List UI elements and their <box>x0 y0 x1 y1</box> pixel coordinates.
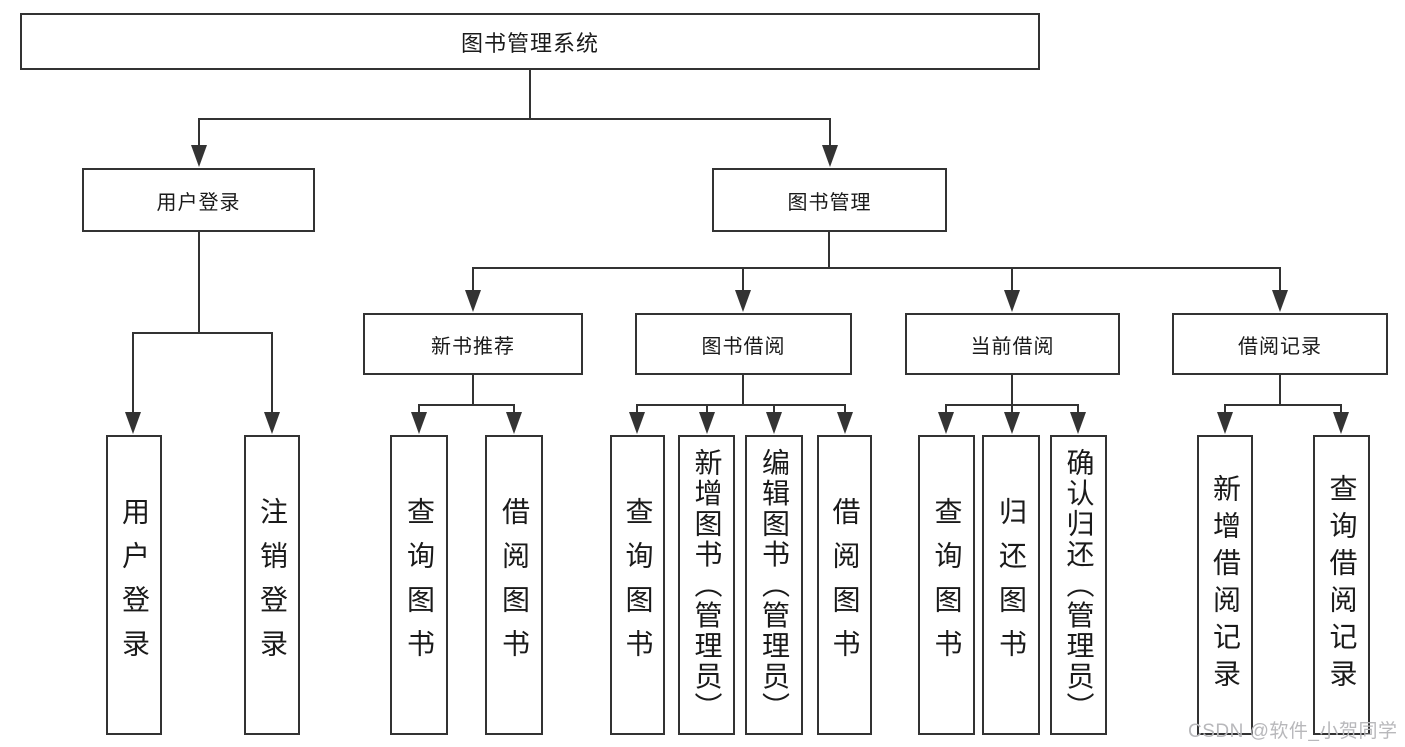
arrow-stem <box>829 119 831 147</box>
node-label-bb-add-books-admin: 新增图书（管理员） <box>691 447 723 723</box>
node-label-user-login: 用户登录 <box>119 497 150 673</box>
node-logout: 注销登录 <box>244 435 300 735</box>
arrow-down-icon <box>837 412 853 434</box>
node-cb-return-books: 归还图书 <box>982 435 1040 735</box>
node-user-login: 用户登录 <box>106 435 162 735</box>
connector-line-vertical <box>198 232 200 333</box>
node-book-borrowing: 图书借阅 <box>635 313 852 375</box>
node-label-cb-query-books: 查询图书 <box>931 497 963 673</box>
connector-line-vertical <box>828 232 830 268</box>
arrow-stem <box>706 405 708 414</box>
arrow-down-icon <box>191 145 207 167</box>
node-label-book-borrowing: 图书借阅 <box>701 335 786 358</box>
node-label-bb-borrow-books: 借阅图书 <box>829 497 861 673</box>
node-root: 图书管理系统 <box>20 13 1040 70</box>
node-cb-confirm-return-admin: 确认归还（管理员） <box>1050 435 1107 735</box>
arrow-stem <box>1224 405 1226 414</box>
arrow-stem <box>418 405 420 414</box>
connector-line-vertical <box>1011 375 1013 405</box>
arrow-stem <box>742 268 744 292</box>
node-current-borrowing: 当前借阅 <box>905 313 1120 375</box>
arrow-down-icon <box>1333 412 1349 434</box>
node-label-current-borrowing: 当前借阅 <box>970 335 1055 358</box>
arrow-stem <box>271 333 273 414</box>
arrow-down-icon <box>1070 412 1086 434</box>
node-label-bb-query-books: 查询图书 <box>622 497 654 673</box>
arrow-down-icon <box>1272 290 1288 312</box>
arrow-down-icon <box>1004 412 1020 434</box>
arrow-stem <box>1011 268 1013 292</box>
connector-line-vertical <box>472 375 474 405</box>
connector-line-vertical <box>529 70 531 119</box>
node-new-book-recommend: 新书推荐 <box>363 313 583 375</box>
node-label-borrowing-records: 借阅记录 <box>1238 335 1322 358</box>
node-label-logout: 注销登录 <box>257 497 288 673</box>
arrow-down-icon <box>1217 412 1233 434</box>
connector-line-vertical <box>742 375 744 405</box>
node-cb-query-books: 查询图书 <box>918 435 975 735</box>
node-bb-query-books: 查询图书 <box>610 435 665 735</box>
node-user-login-branch: 用户登录 <box>82 168 315 232</box>
arrow-down-icon <box>411 412 427 434</box>
node-bb-add-books-admin: 新增图书（管理员） <box>678 435 735 735</box>
arrow-down-icon <box>465 290 481 312</box>
arrow-stem <box>1340 405 1342 414</box>
connector-line-horizontal <box>132 332 273 334</box>
arrow-down-icon <box>735 290 751 312</box>
node-br-add-record: 新增借阅记录 <box>1197 435 1253 735</box>
arrow-stem <box>472 268 474 292</box>
connector-line-horizontal <box>636 404 846 406</box>
connector-line-horizontal <box>198 118 831 120</box>
node-label-nbr-query-books: 查询图书 <box>404 497 435 673</box>
node-label-br-query-record: 查询借阅记录 <box>1326 474 1358 696</box>
node-label-br-add-record: 新增借阅记录 <box>1210 474 1241 696</box>
node-book-management-branch: 图书管理 <box>712 168 947 232</box>
arrow-stem <box>844 405 846 414</box>
arrow-stem <box>1011 405 1013 414</box>
connector-line-horizontal <box>418 404 515 406</box>
arrow-stem <box>1279 268 1281 292</box>
node-label-bb-edit-books-admin: 编辑图书（管理员） <box>759 447 790 723</box>
arrow-stem <box>132 333 134 414</box>
arrow-down-icon <box>125 412 141 434</box>
arrow-down-icon <box>1004 290 1020 312</box>
node-bb-borrow-books: 借阅图书 <box>817 435 872 735</box>
arrow-down-icon <box>699 412 715 434</box>
arrow-down-icon <box>264 412 280 434</box>
arrow-stem <box>198 119 200 147</box>
node-label-nbr-borrow-books: 借阅图书 <box>499 497 530 673</box>
node-br-query-record: 查询借阅记录 <box>1313 435 1370 735</box>
arrow-down-icon <box>506 412 522 434</box>
node-label-root: 图书管理系统 <box>460 30 599 56</box>
arrow-down-icon <box>766 412 782 434</box>
connector-line-horizontal <box>1224 404 1342 406</box>
connector-line-vertical <box>1279 375 1281 405</box>
node-nbr-borrow-books: 借阅图书 <box>485 435 543 735</box>
node-borrowing-records: 借阅记录 <box>1172 313 1388 375</box>
node-label-book-management-branch: 图书管理 <box>787 191 872 214</box>
connector-line-horizontal <box>472 267 1281 269</box>
arrow-stem <box>1077 405 1079 414</box>
node-bb-edit-books-admin: 编辑图书（管理员） <box>745 435 803 735</box>
arrow-down-icon <box>938 412 954 434</box>
csdn-watermark: CSDN @软件_小贺同学 <box>1188 721 1398 742</box>
node-nbr-query-books: 查询图书 <box>390 435 448 735</box>
arrow-stem <box>773 405 775 414</box>
node-label-cb-confirm-return-admin: 确认归还（管理员） <box>1063 447 1095 723</box>
arrow-stem <box>636 405 638 414</box>
arrow-stem <box>513 405 515 414</box>
arrow-stem <box>945 405 947 414</box>
node-label-user-login-branch: 用户登录 <box>156 191 241 214</box>
arrow-down-icon <box>629 412 645 434</box>
node-label-new-book-recommend: 新书推荐 <box>431 335 515 358</box>
node-label-cb-return-books: 归还图书 <box>996 497 1027 673</box>
arrow-down-icon <box>822 145 838 167</box>
